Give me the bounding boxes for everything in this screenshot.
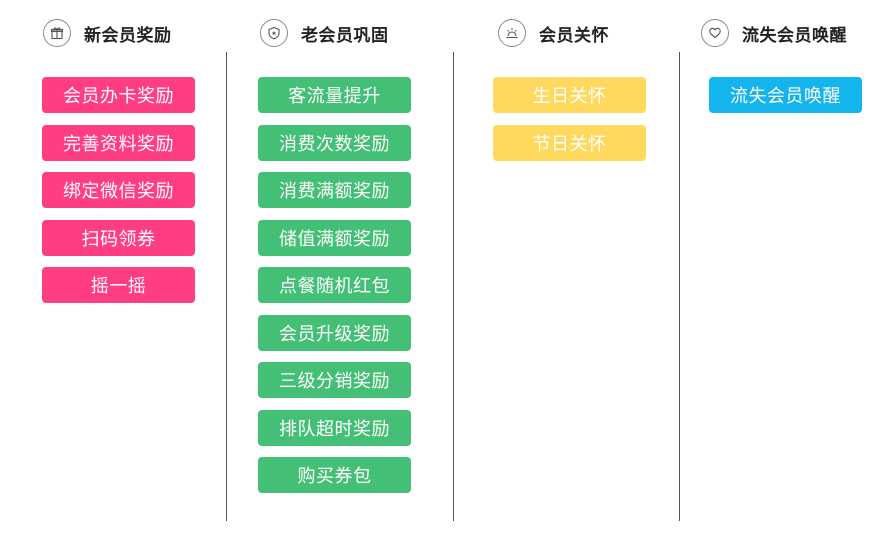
button-list: 会员办卡奖励 完善资料奖励 绑定微信奖励 扫码领券 摇一摇	[42, 77, 195, 315]
column-header: 流失会员唤醒	[701, 17, 847, 49]
item-button[interactable]: 购买券包	[258, 457, 411, 493]
item-button[interactable]: 消费次数奖励	[258, 124, 411, 161]
column-lost-member-wakeup: 流失会员唤醒 流失会员唤醒	[679, 0, 887, 534]
column-title: 会员关怀	[539, 25, 609, 46]
shield-icon	[260, 19, 288, 47]
column-divider	[453, 52, 454, 521]
button-list: 客流量提升 消费次数奖励 消费满额奖励 储值满额奖励 点餐随机红包 会员升级奖励…	[258, 77, 411, 505]
column-title: 流失会员唤醒	[742, 25, 847, 46]
column-divider	[226, 52, 227, 521]
item-button[interactable]: 点餐随机红包	[258, 267, 411, 303]
item-button[interactable]: 会员办卡奖励	[42, 77, 195, 113]
button-list: 生日关怀 节日关怀	[493, 77, 646, 172]
column-new-member-rewards: 新会员奖励 会员办卡奖励 完善资料奖励 绑定微信奖励 扫码领券 摇一摇	[0, 0, 226, 534]
item-button[interactable]: 排队超时奖励	[258, 409, 411, 446]
heart-icon	[701, 19, 729, 47]
column-member-care: 会员关怀 生日关怀 节日关怀	[453, 0, 679, 534]
item-button[interactable]: 储值满额奖励	[258, 219, 411, 256]
item-button[interactable]: 流失会员唤醒	[709, 77, 862, 113]
item-button[interactable]: 三级分销奖励	[258, 362, 411, 398]
item-button[interactable]: 完善资料奖励	[42, 124, 195, 161]
item-button[interactable]: 客流量提升	[258, 77, 411, 113]
column-title: 老会员巩固	[301, 25, 389, 46]
item-button[interactable]: 生日关怀	[493, 77, 646, 113]
item-button[interactable]: 扫码领券	[42, 219, 195, 256]
column-divider	[679, 52, 680, 521]
item-button[interactable]: 摇一摇	[42, 267, 195, 303]
column-title: 新会员奖励	[84, 25, 172, 46]
item-button[interactable]: 节日关怀	[493, 124, 646, 161]
item-button[interactable]: 会员升级奖励	[258, 314, 411, 351]
gift-icon	[43, 19, 71, 47]
column-old-member-retention: 老会员巩固 客流量提升 消费次数奖励 消费满额奖励 储值满额奖励 点餐随机红包 …	[226, 0, 452, 534]
column-header: 老会员巩固	[260, 17, 389, 49]
column-header: 会员关怀	[498, 17, 609, 49]
sunrise-icon	[498, 19, 526, 47]
item-button[interactable]: 绑定微信奖励	[42, 172, 195, 208]
column-header: 新会员奖励	[43, 17, 172, 49]
button-list: 流失会员唤醒	[709, 77, 862, 125]
item-button[interactable]: 消费满额奖励	[258, 172, 411, 208]
